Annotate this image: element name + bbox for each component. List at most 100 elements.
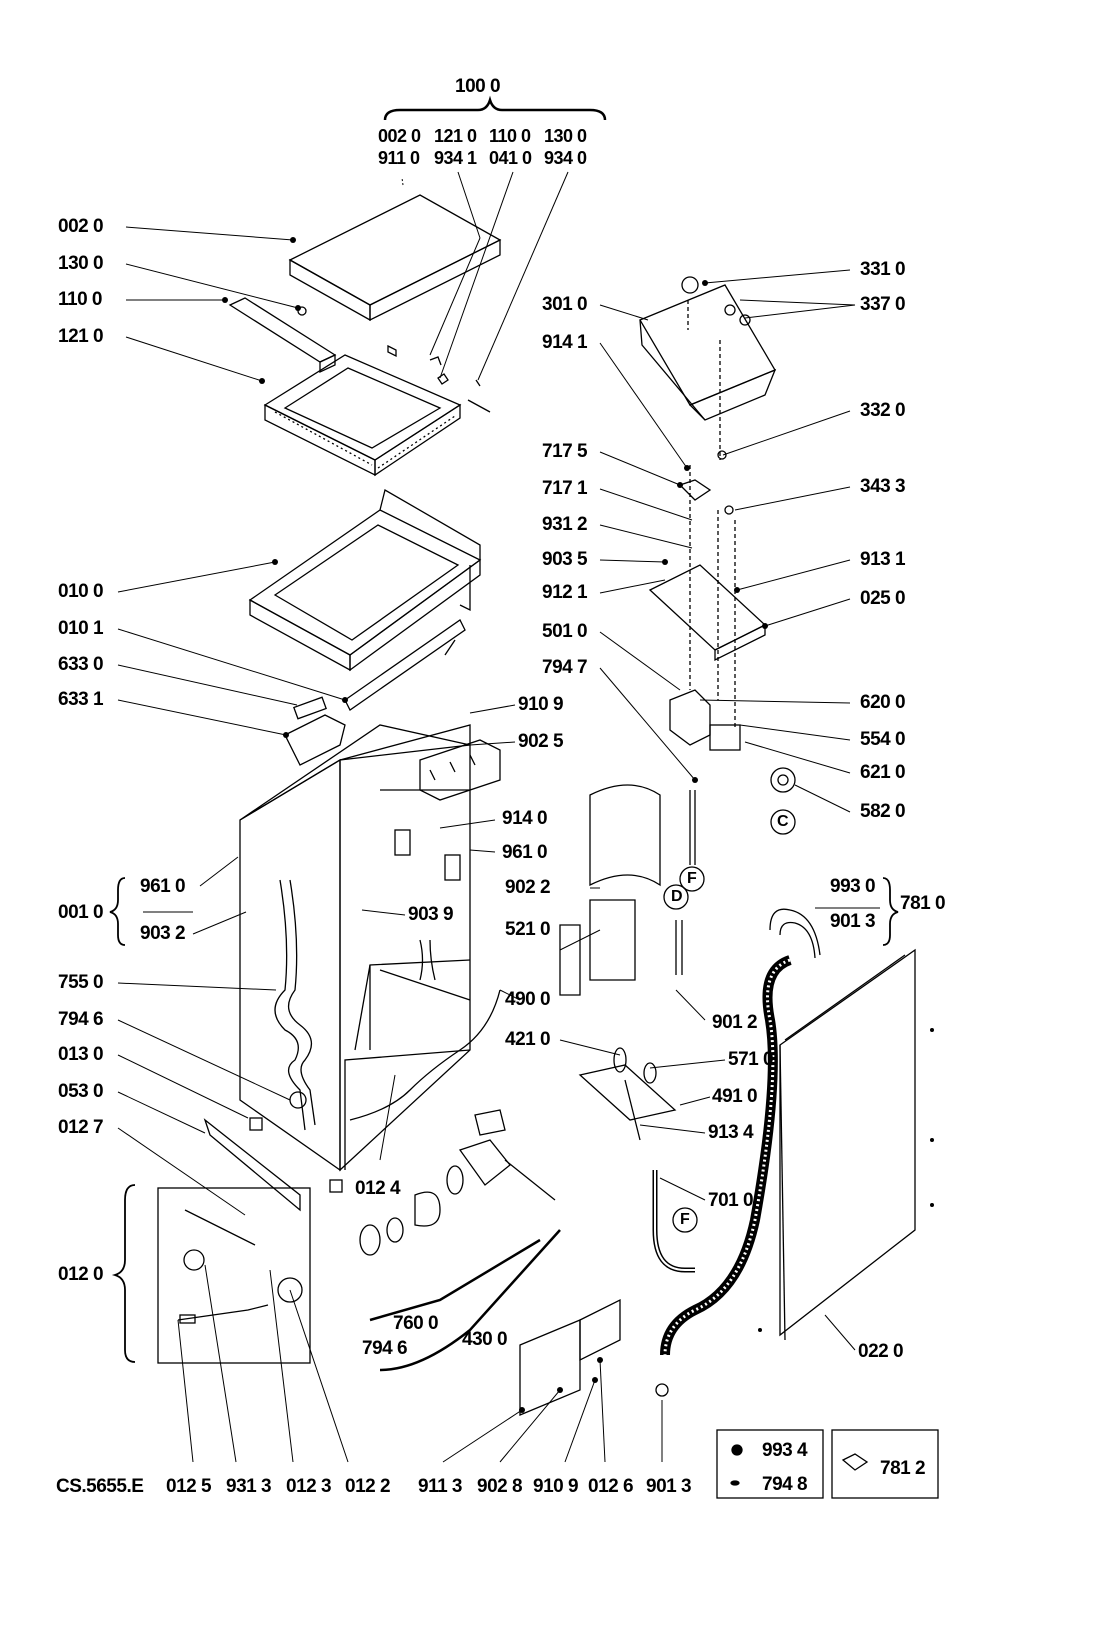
seal-strip <box>344 619 466 711</box>
hinge-bar-part <box>228 297 337 374</box>
label-part-012-4: 012 4 <box>355 1178 401 1199</box>
label-part-902-8: 902 8 <box>477 1476 523 1497</box>
label-part-911-3: 911 3 <box>418 1476 463 1497</box>
label-part-961-0-right: 961 0 <box>502 842 548 863</box>
label-part-421-0: 421 0 <box>505 1029 551 1050</box>
label-part-001-0: 001 0 <box>58 902 104 923</box>
label-part-110-0-group: 110 0 <box>489 126 531 146</box>
label-part-794-7: 794 7 <box>542 657 588 678</box>
label-part-621-0: 621 0 <box>860 762 906 783</box>
label-part-130-0: 130 0 <box>58 253 104 274</box>
label-part-430-0: 430 0 <box>462 1329 508 1350</box>
connector-f-2: F <box>680 1211 690 1228</box>
lid-frame-part <box>263 354 462 477</box>
label-part-902-5: 902 5 <box>518 731 564 752</box>
label-part-931-3: 931 3 <box>226 1476 272 1497</box>
label-part-993-4: 993 4 <box>762 1440 808 1461</box>
label-part-781-0: 781 0 <box>900 893 946 914</box>
label-part-934-1-group: 934 1 <box>434 148 477 168</box>
label-part-521-0: 521 0 <box>505 919 551 940</box>
label-part-760-0: 760 0 <box>393 1313 439 1334</box>
label-part-343-3: 343 3 <box>860 476 906 497</box>
top-cover-part <box>248 489 482 672</box>
label-part-914-0: 914 0 <box>502 808 548 829</box>
label-part-012-0: 012 0 <box>58 1264 104 1285</box>
label-part-012-5: 012 5 <box>166 1476 212 1497</box>
label-part-903-2: 903 2 <box>140 923 186 944</box>
connector-c: C <box>777 813 789 830</box>
label-part-620-0: 620 0 <box>860 692 906 713</box>
label-part-903-9: 903 9 <box>408 904 454 925</box>
label-part-337-0: 337 0 <box>860 294 906 315</box>
label-part-025-0: 025 0 <box>860 588 906 609</box>
timer-bracket <box>648 564 767 651</box>
label-part-903-5: 903 5 <box>542 549 588 570</box>
label-part-012-6: 012 6 <box>588 1476 634 1497</box>
label-part-130-0-group: 130 0 <box>544 126 587 146</box>
label-part-717-1: 717 1 <box>542 478 588 499</box>
label-part-901-2: 901 2 <box>712 1012 758 1033</box>
label-part-993-0: 993 0 <box>830 876 876 897</box>
label-part-717-5: 717 5 <box>542 441 588 462</box>
connector-f-1: F <box>687 870 697 887</box>
brace-top <box>383 95 607 121</box>
label-part-794-6: 794 6 <box>58 1009 104 1030</box>
mounting-bracket <box>519 1319 581 1416</box>
label-part-053-0: 053 0 <box>58 1081 104 1102</box>
label-part-794-6-bottom: 794 6 <box>362 1338 408 1359</box>
label-part-012-7: 012 7 <box>58 1117 104 1138</box>
label-part-490-0: 490 0 <box>505 989 551 1010</box>
label-part-633-0: 633 0 <box>58 654 104 675</box>
switch-part <box>669 689 711 746</box>
label-part-002-0-group: 002 0 <box>378 126 421 146</box>
worktop-part <box>288 194 502 322</box>
side-panel-part <box>589 784 661 887</box>
label-part-010-0: 010 0 <box>58 581 104 602</box>
plinth-panel <box>203 1118 301 1212</box>
label-part-501-0: 501 0 <box>542 621 588 642</box>
label-part-582-0: 582 0 <box>860 801 906 822</box>
label-part-301-0: 301 0 <box>542 294 588 315</box>
cabinet-part <box>239 724 501 1193</box>
label-part-041-0-group: 041 0 <box>489 148 532 168</box>
label-part-100-0: 100 0 <box>455 76 501 97</box>
label-part-910-9: 910 9 <box>533 1476 579 1497</box>
label-part-121-0-group: 121 0 <box>434 126 477 146</box>
label-part-910-9-top: 910 9 <box>518 694 564 715</box>
label-part-121-0: 121 0 <box>58 326 104 347</box>
label-part-013-0: 013 0 <box>58 1044 104 1065</box>
label-part-110-0: 110 0 <box>58 289 103 310</box>
label-part-701-0: 701 0 <box>708 1190 754 1211</box>
label-part-571-0: 571 0 <box>728 1049 774 1070</box>
label-part-902-2: 902 2 <box>505 877 551 898</box>
drain-hose-long <box>660 955 792 1356</box>
label-part-901-3-bottom: 901 3 <box>646 1476 692 1497</box>
label-part-913-4: 913 4 <box>708 1122 754 1143</box>
label-part-901-3: 901 3 <box>830 911 876 932</box>
brace-left <box>111 1184 136 1363</box>
label-part-022-0: 022 0 <box>858 1341 904 1362</box>
diagram-code: CS.5655.E <box>56 1476 144 1497</box>
label-part-934-0-group: 934 0 <box>544 148 587 168</box>
label-part-491-0: 491 0 <box>712 1086 758 1107</box>
back-panel-part <box>779 948 916 1337</box>
label-part-913-1: 913 1 <box>860 549 906 570</box>
kit-box-781 <box>831 1429 939 1499</box>
label-part-633-1: 633 1 <box>58 689 104 710</box>
connector-d: D <box>671 888 683 905</box>
label-part-331-0: 331 0 <box>860 259 906 280</box>
label-part-931-2: 931 2 <box>542 514 588 535</box>
control-panel-part <box>639 276 777 460</box>
label-part-781-2: 781 2 <box>880 1458 926 1479</box>
label-part-002-0: 002 0 <box>58 216 104 237</box>
label-part-911-0-group: 911 0 <box>378 148 420 168</box>
label-part-010-1: 010 1 <box>58 618 104 639</box>
kit-box-993 <box>716 1429 824 1499</box>
label-part-794-8: 794 8 <box>762 1474 808 1495</box>
label-part-012-3: 012 3 <box>286 1476 332 1497</box>
label-part-912-1: 912 1 <box>542 582 588 603</box>
pump-group <box>359 1109 556 1256</box>
label-part-554-0: 554 0 <box>860 729 906 750</box>
